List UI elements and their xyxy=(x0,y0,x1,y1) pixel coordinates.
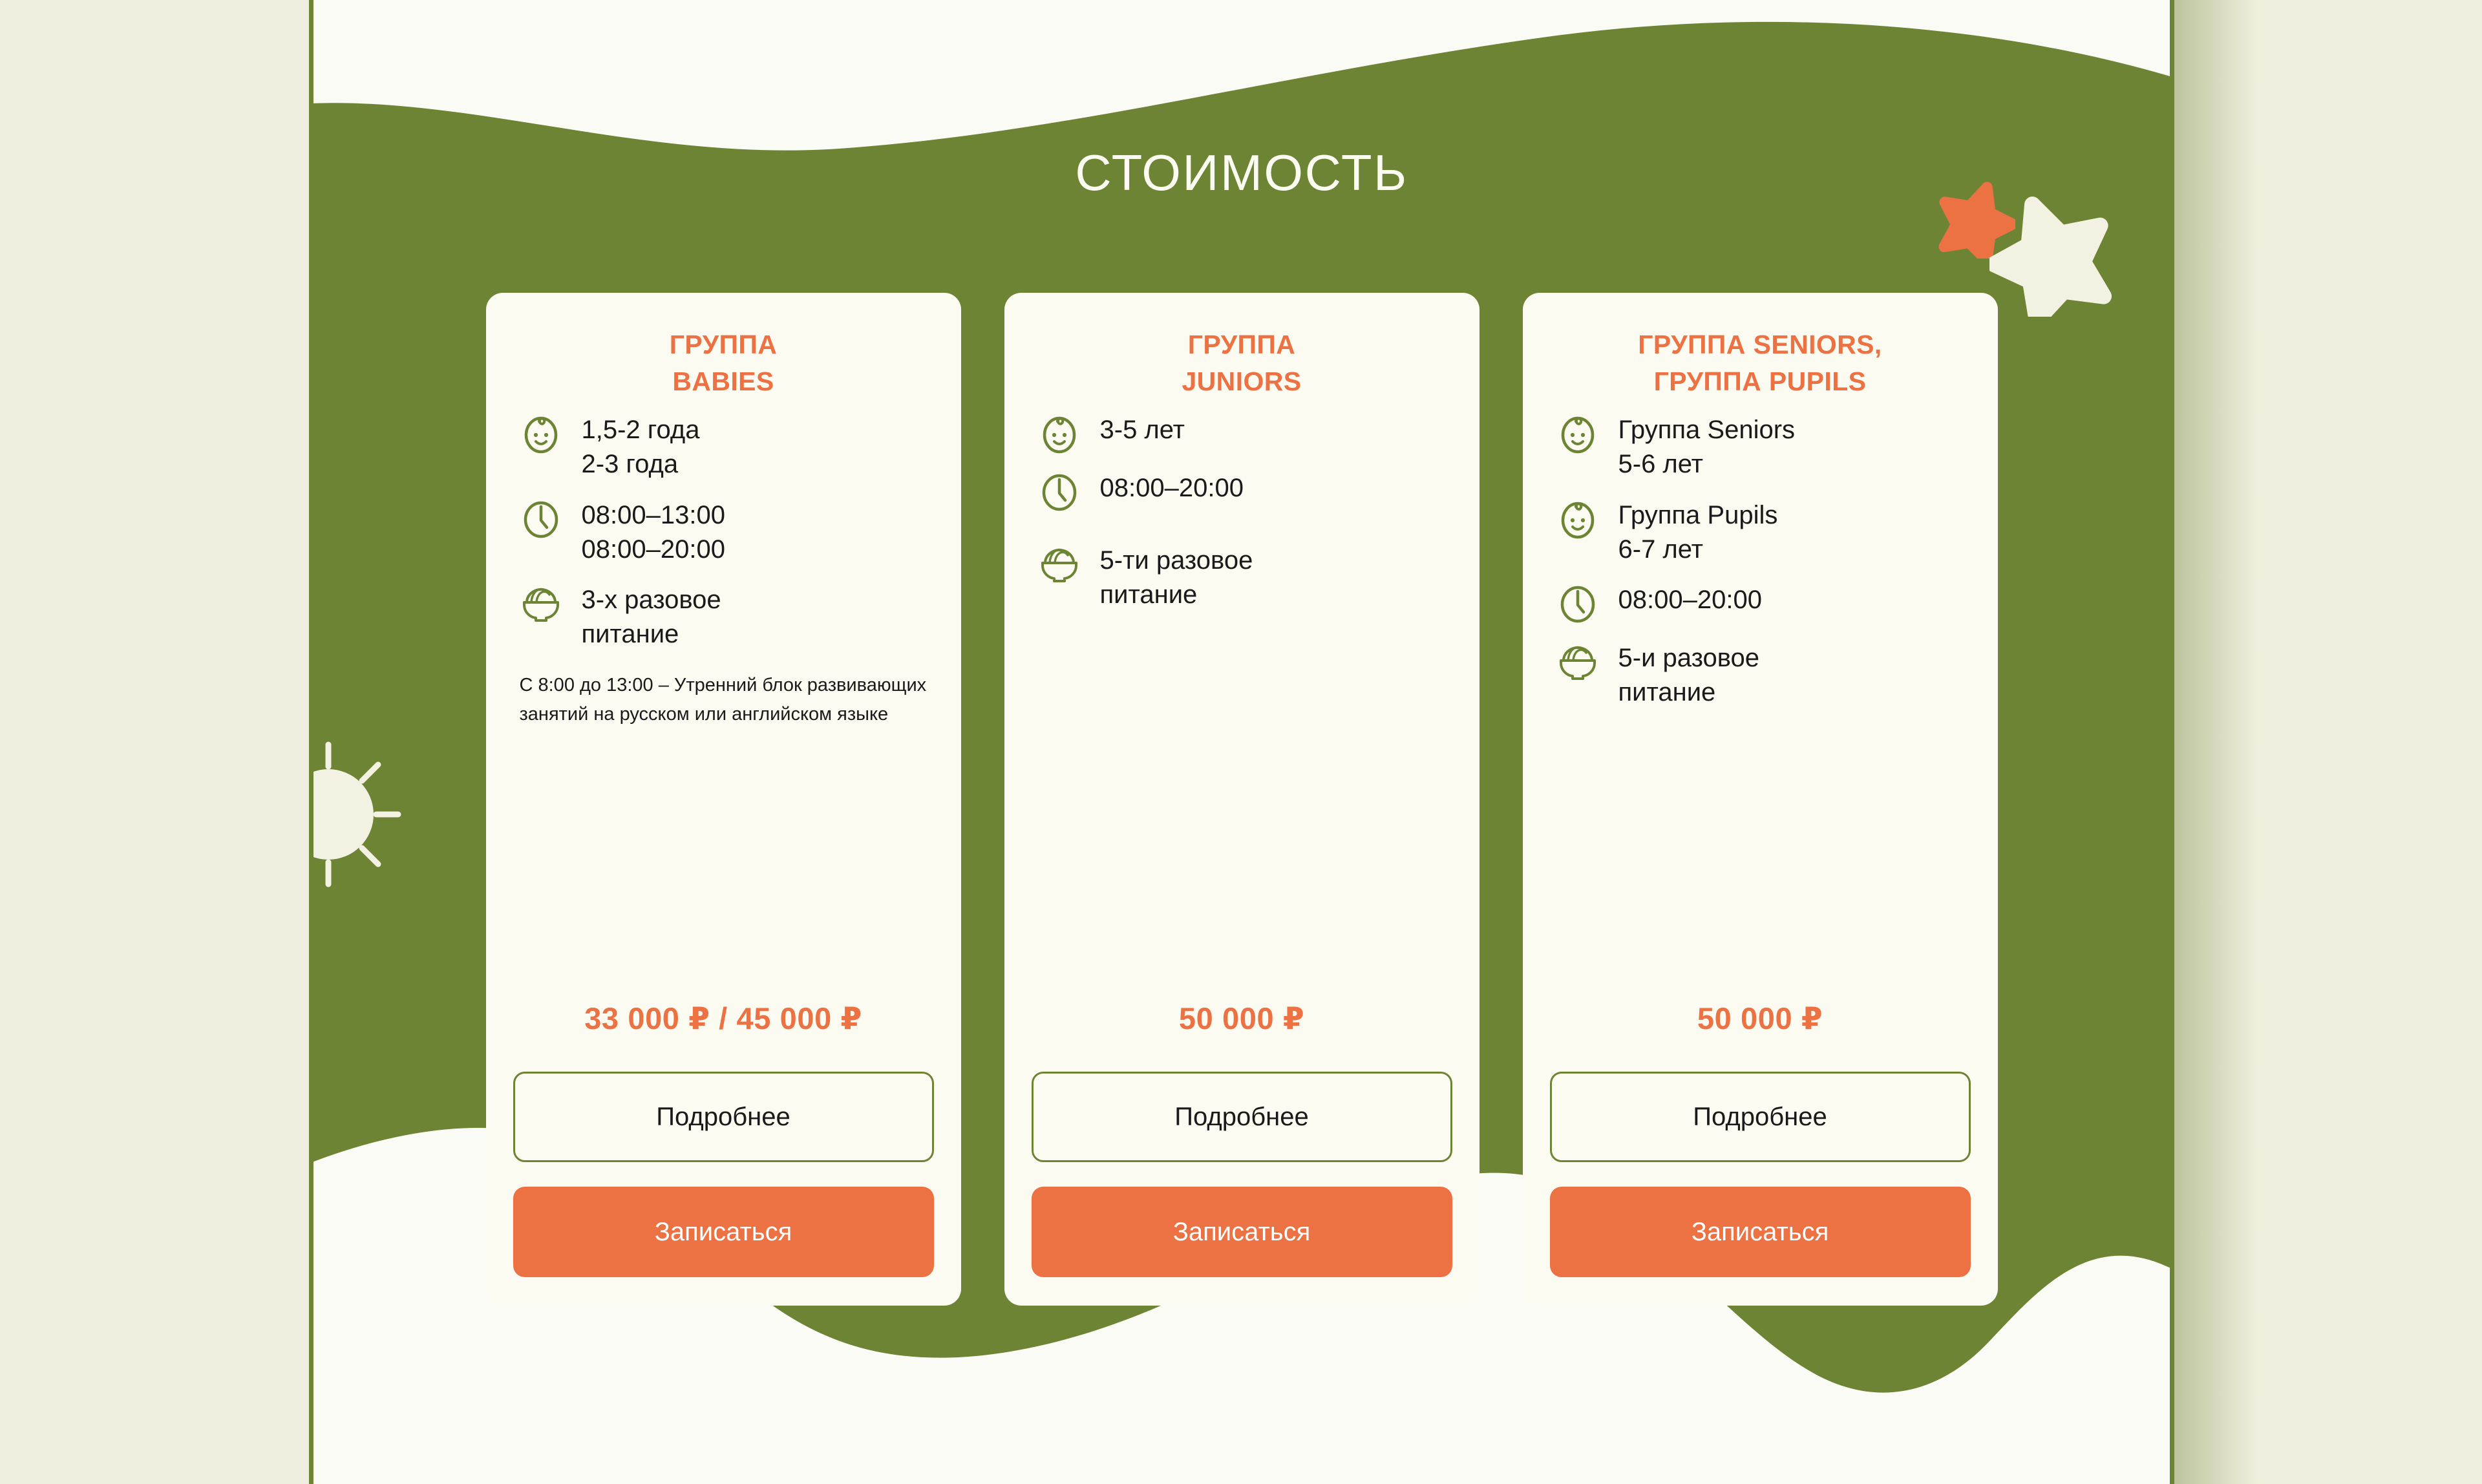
feature-text: 3-х разовое питание xyxy=(581,585,721,649)
bowl-icon xyxy=(1556,641,1599,683)
feature-row: 08:00–20:00 xyxy=(1038,469,1452,513)
bowl-icon xyxy=(1038,543,1081,586)
pricing-card-seniors-pupils: ГРУППА SENIORS, ГРУППА PUPILS xyxy=(1522,293,1998,1306)
feature-row: Группа Pupils 6-7 лет xyxy=(1556,496,1971,567)
feature-text: 5-и разовое питание xyxy=(1618,643,1760,707)
feature-text: 08:00–20:00 xyxy=(1618,585,1762,614)
page-left-rule xyxy=(309,0,313,1484)
pricing-card-juniors: ГРУППА JUNIORS 3-5 лет xyxy=(1004,293,1480,1306)
card-title: ГРУППА BABIES xyxy=(669,330,778,396)
feature-row: 3-5 лет xyxy=(1038,411,1452,455)
feature-text: 08:00–13:00 08:00–20:00 xyxy=(581,500,725,564)
bowl-icon xyxy=(520,582,562,625)
feature-list: 1,5-2 года 2-3 года 08:00–13:00 08:00–20… xyxy=(513,411,934,666)
page-right-rule xyxy=(2170,0,2174,1484)
star-icon xyxy=(1986,194,2112,329)
clock-icon xyxy=(520,498,562,540)
feature-row: 08:00–13:00 08:00–20:00 xyxy=(520,496,934,567)
baby-face-icon xyxy=(1556,412,1599,455)
card-title: ГРУППА SENIORS, ГРУППА PUPILS xyxy=(1638,330,1882,396)
card-price: 50 000 ₽ xyxy=(1697,1001,1823,1035)
details-button[interactable]: Подробнее xyxy=(1549,1072,1971,1162)
feature-list: 3-5 лет 08:00–20:00 xyxy=(1032,411,1452,626)
feature-text: 5-ти разовое питание xyxy=(1099,546,1253,610)
card-actions: Подробнее Записаться xyxy=(1031,1072,1452,1306)
card-actions: Подробнее Записаться xyxy=(513,1072,934,1306)
page-edge-shadow xyxy=(2174,0,2258,1484)
feature-text: 1,5-2 года 2-3 года xyxy=(581,416,700,479)
clock-icon xyxy=(1038,471,1081,513)
page-title: СТОИМОСТЬ xyxy=(1075,144,1408,201)
pricing-card-babies: ГРУППА BABIES 1,5-2 года 2 xyxy=(485,293,961,1306)
sun-icon xyxy=(309,730,412,898)
signup-button[interactable]: Записаться xyxy=(1549,1187,1971,1277)
card-actions: Подробнее Записаться xyxy=(1549,1072,1971,1306)
baby-face-icon xyxy=(1556,498,1599,540)
baby-face-icon xyxy=(520,412,562,455)
feature-row: 5-и разовое питание xyxy=(1556,639,1971,710)
signup-button[interactable]: Записаться xyxy=(513,1187,934,1277)
feature-list: Группа Seniors 5-6 лет Г xyxy=(1550,411,1971,724)
card-title: ГРУППА JUNIORS xyxy=(1182,330,1302,396)
feature-row: 3-х разовое питание xyxy=(520,581,934,652)
feature-text: 3-5 лет xyxy=(1099,416,1185,445)
baby-face-icon xyxy=(1038,412,1081,455)
details-button[interactable]: Подробнее xyxy=(1031,1072,1452,1162)
card-price: 50 000 ₽ xyxy=(1178,1001,1305,1035)
page-sheet: СТОИМОСТЬ ГРУППА BABIES xyxy=(309,0,2174,1484)
details-button[interactable]: Подробнее xyxy=(513,1072,934,1162)
clock-icon xyxy=(1556,582,1599,625)
star-icon xyxy=(1938,181,2019,266)
feature-row: Группа Seniors 5-6 лет xyxy=(1556,411,1971,482)
feature-row: 5-ти разовое питание xyxy=(1038,542,1452,612)
feature-text: 08:00–20:00 xyxy=(1099,474,1244,503)
feature-row: 1,5-2 года 2-3 года xyxy=(520,411,934,482)
signup-button[interactable]: Записаться xyxy=(1031,1187,1452,1277)
card-note: С 8:00 до 13:00 – Утренний блок развиваю… xyxy=(519,675,927,725)
feature-text: Группа Pupils 6-7 лет xyxy=(1618,500,1778,564)
feature-row: 08:00–20:00 xyxy=(1556,581,1971,625)
feature-text: Группа Seniors 5-6 лет xyxy=(1618,416,1796,479)
pricing-cards: ГРУППА BABIES 1,5-2 года 2 xyxy=(309,293,2174,1306)
card-price: 33 000 ₽ / 45 000 ₽ xyxy=(584,1001,862,1035)
